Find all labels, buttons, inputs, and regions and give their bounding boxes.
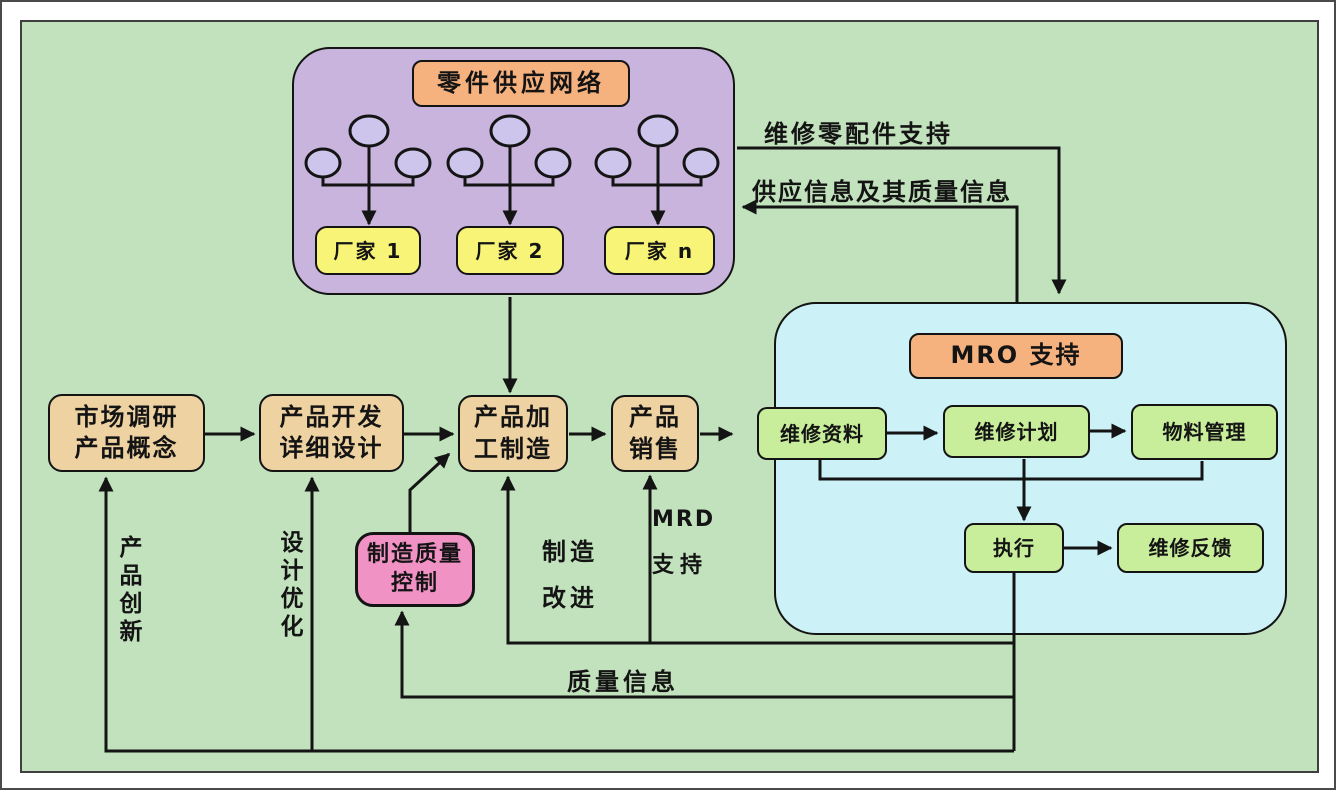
product-sales-line1: 产品 (629, 403, 681, 432)
product-sales-line2: 销售 (629, 434, 681, 463)
supplier-node-ellipse (489, 114, 531, 148)
supplier-node-ellipse (304, 147, 342, 179)
market-research-box: 市场调研 产品概念 (48, 394, 205, 472)
supplier-node-ellipse (682, 147, 720, 179)
mro-bus-line (818, 460, 1204, 481)
supply-info-label: 供应信息及其质量信息 (752, 178, 1012, 206)
quality-info-arrow (394, 610, 1014, 699)
quality-info-label: 质量信息 (567, 668, 679, 696)
product-development-box: 产品开发 详细设计 (259, 394, 404, 472)
maintenance-data-label: 维修资料 (780, 421, 864, 446)
maintenance-feedback-box: 维修反馈 (1117, 523, 1264, 573)
quality-control-to-manufacture-arrow (408, 452, 451, 532)
factory-2-box: 厂家 2 (456, 226, 564, 275)
supplier-node-ellipse (394, 147, 432, 179)
product-manufacturing-line1: 产品加 (474, 403, 552, 432)
manufacturing-improvement-arrow (500, 475, 1014, 645)
mrd-support-label-line2: 支持 (652, 553, 709, 578)
maintenance-feedback-label: 维修反馈 (1148, 536, 1233, 560)
supplier-node-ellipse (446, 147, 484, 179)
market-research-line1: 市场调研 (74, 402, 179, 431)
manufacturing-improvement-label: 制造改进 (542, 538, 598, 612)
material-management-label: 物料管理 (1162, 420, 1247, 444)
product-manufacturing-line2: 工制造 (474, 434, 552, 463)
execution-box: 执行 (964, 523, 1064, 573)
spare-parts-support-arrow (737, 146, 1067, 295)
mro-support-title: MRO 支持 (909, 333, 1123, 379)
mrd-support-label-line1: MRD (652, 507, 716, 532)
product-innovation-label: 产品创新 (119, 535, 143, 645)
spare-parts-support-label: 维修零配件支持 (764, 120, 953, 148)
maintenance-plan-box: 维修计划 (943, 405, 1090, 458)
supplier-node-ellipse (637, 114, 679, 148)
quality-control-line2: 控制 (390, 570, 439, 596)
design-optimization-label: 设计优化 (280, 530, 304, 640)
quality-control-box: 制造质量 控制 (355, 532, 475, 607)
factory-n-label: 厂家 n (624, 238, 695, 263)
maintenance-data-box: 维修资料 (757, 407, 887, 460)
factory-1-box: 厂家 1 (315, 226, 421, 275)
factory-2-label: 厂家 2 (475, 238, 545, 263)
product-manufacturing-box: 产品加 工制造 (458, 395, 568, 472)
material-management-box: 物料管理 (1131, 404, 1278, 460)
market-research-line2: 产品概念 (74, 434, 179, 462)
product-development-line2: 详细设计 (279, 434, 384, 462)
factory-1-label: 厂家 1 (333, 238, 403, 263)
execution-label: 执行 (993, 536, 1035, 560)
quality-control-line1: 制造质量 (366, 541, 463, 567)
factory-n-box: 厂家 n (604, 226, 715, 275)
product-development-line1: 产品开发 (279, 402, 384, 431)
supply-info-arrow (741, 199, 1019, 302)
supplier-node-ellipse (534, 147, 572, 179)
supplier-network-title: 零件供应网络 (412, 60, 630, 107)
supplier-node-ellipse (348, 114, 390, 148)
product-sales-box: 产品 销售 (611, 395, 699, 472)
maintenance-plan-label: 维修计划 (974, 419, 1059, 444)
mro-support-title-text: MRO 支持 (950, 341, 1082, 370)
supplier-node-ellipse (594, 147, 632, 179)
supplier-network-title-text: 零件供应网络 (437, 68, 605, 97)
product-innovation-arrow (98, 476, 1014, 753)
